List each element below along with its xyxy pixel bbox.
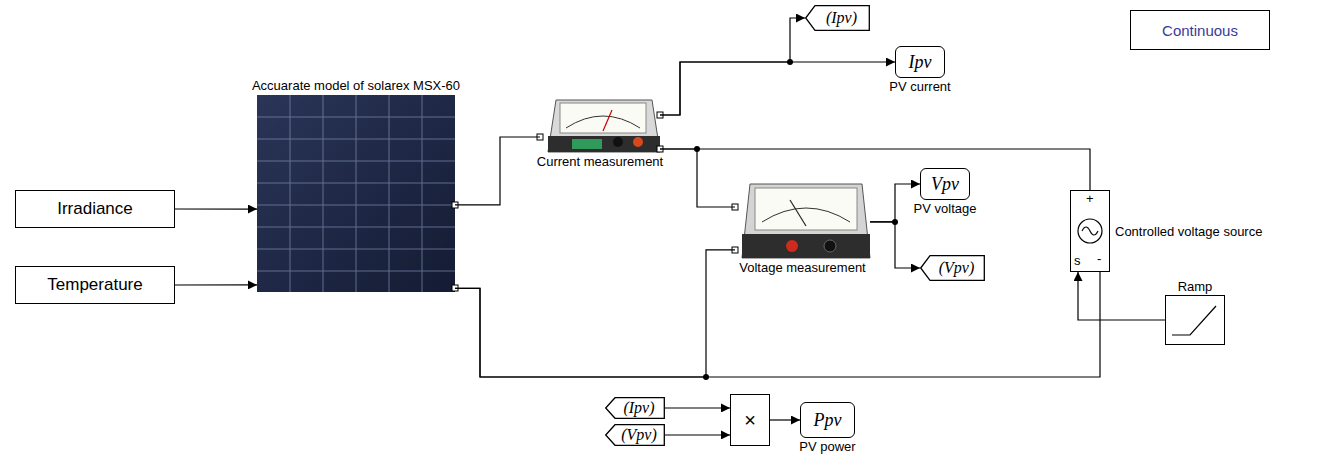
block-caption: Current measurement <box>537 154 663 169</box>
voltage-measurement-block: Voltage measurement <box>735 180 870 258</box>
wire <box>455 272 1100 377</box>
signal-arrow <box>870 184 920 222</box>
port-sign: + <box>1086 192 1094 205</box>
block-caption: PV current <box>889 79 950 94</box>
block-text: (Vpv) <box>613 426 657 444</box>
tag-shape <box>606 425 665 446</box>
powergui-block: Continuous <box>1130 10 1270 50</box>
block-caption: Ramp <box>1178 279 1213 294</box>
tag-shape <box>606 398 665 419</box>
block-caption: PV voltage <box>914 201 977 216</box>
ammeter-image <box>537 100 663 152</box>
tag-shape <box>806 6 870 31</box>
block-text: (Vpv) <box>931 259 975 277</box>
signal-arrow <box>175 284 257 285</box>
block-caption: PV power <box>799 439 855 454</box>
signal-arrow <box>1078 272 1165 320</box>
block-text: Ppv <box>814 410 842 431</box>
from-tag: (Vpv) <box>605 424 665 446</box>
block-text: (Ipv) <box>818 9 857 27</box>
block-text: Irradiance <box>57 199 133 219</box>
block-text: Vpv <box>931 174 959 195</box>
outport-block: IpvPV current <box>895 46 945 78</box>
signal-arrow <box>660 62 895 115</box>
constant-block: Irradiance <box>15 190 175 228</box>
port-sign: s <box>1074 254 1081 267</box>
goto-tag: (Ipv) <box>805 5 870 31</box>
pv-module-block: Accuarate model of solarex MSX-60 <box>257 95 455 292</box>
signal-arrow <box>660 18 805 115</box>
signal-arrow <box>665 407 730 408</box>
signal-arrow <box>770 419 800 420</box>
voltage-source-symbol <box>1078 219 1102 243</box>
voltmeter-image <box>732 184 870 258</box>
block-caption: Controlled voltage source <box>1115 224 1262 239</box>
outport-block: PpvPV power <box>800 402 855 438</box>
port-sign: - <box>1097 252 1101 265</box>
outport-block: VpvPV voltage <box>920 168 970 200</box>
signal-arrow <box>665 434 730 435</box>
signal-arrow <box>870 222 920 268</box>
from-tag: (Ipv) <box>605 397 665 419</box>
block-text: (Ipv) <box>615 399 654 417</box>
wire <box>660 149 735 207</box>
current-measurement-block: Current measurement <box>540 97 660 152</box>
block-caption: Voltage measurement <box>739 260 865 275</box>
junction-dots <box>694 59 898 380</box>
ramp-block: Ramp <box>1165 295 1225 345</box>
wire <box>455 250 735 377</box>
product-block: × <box>730 394 770 446</box>
constant-block: Temperature <box>15 266 175 304</box>
block-text: Temperature <box>47 275 142 295</box>
wire <box>455 137 540 205</box>
signal-arrow <box>175 208 257 209</box>
tag-shape <box>921 256 985 281</box>
block-text: Ipv <box>909 52 932 73</box>
block-caption: Accuarate model of solarex MSX-60 <box>252 78 460 93</box>
ramp-symbol <box>1172 306 1216 335</box>
wire <box>660 149 1090 190</box>
goto-tag: (Vpv) <box>920 255 985 281</box>
pv-panel-image <box>257 95 458 292</box>
block-text: × <box>744 409 756 432</box>
block-text: Continuous <box>1162 22 1238 39</box>
